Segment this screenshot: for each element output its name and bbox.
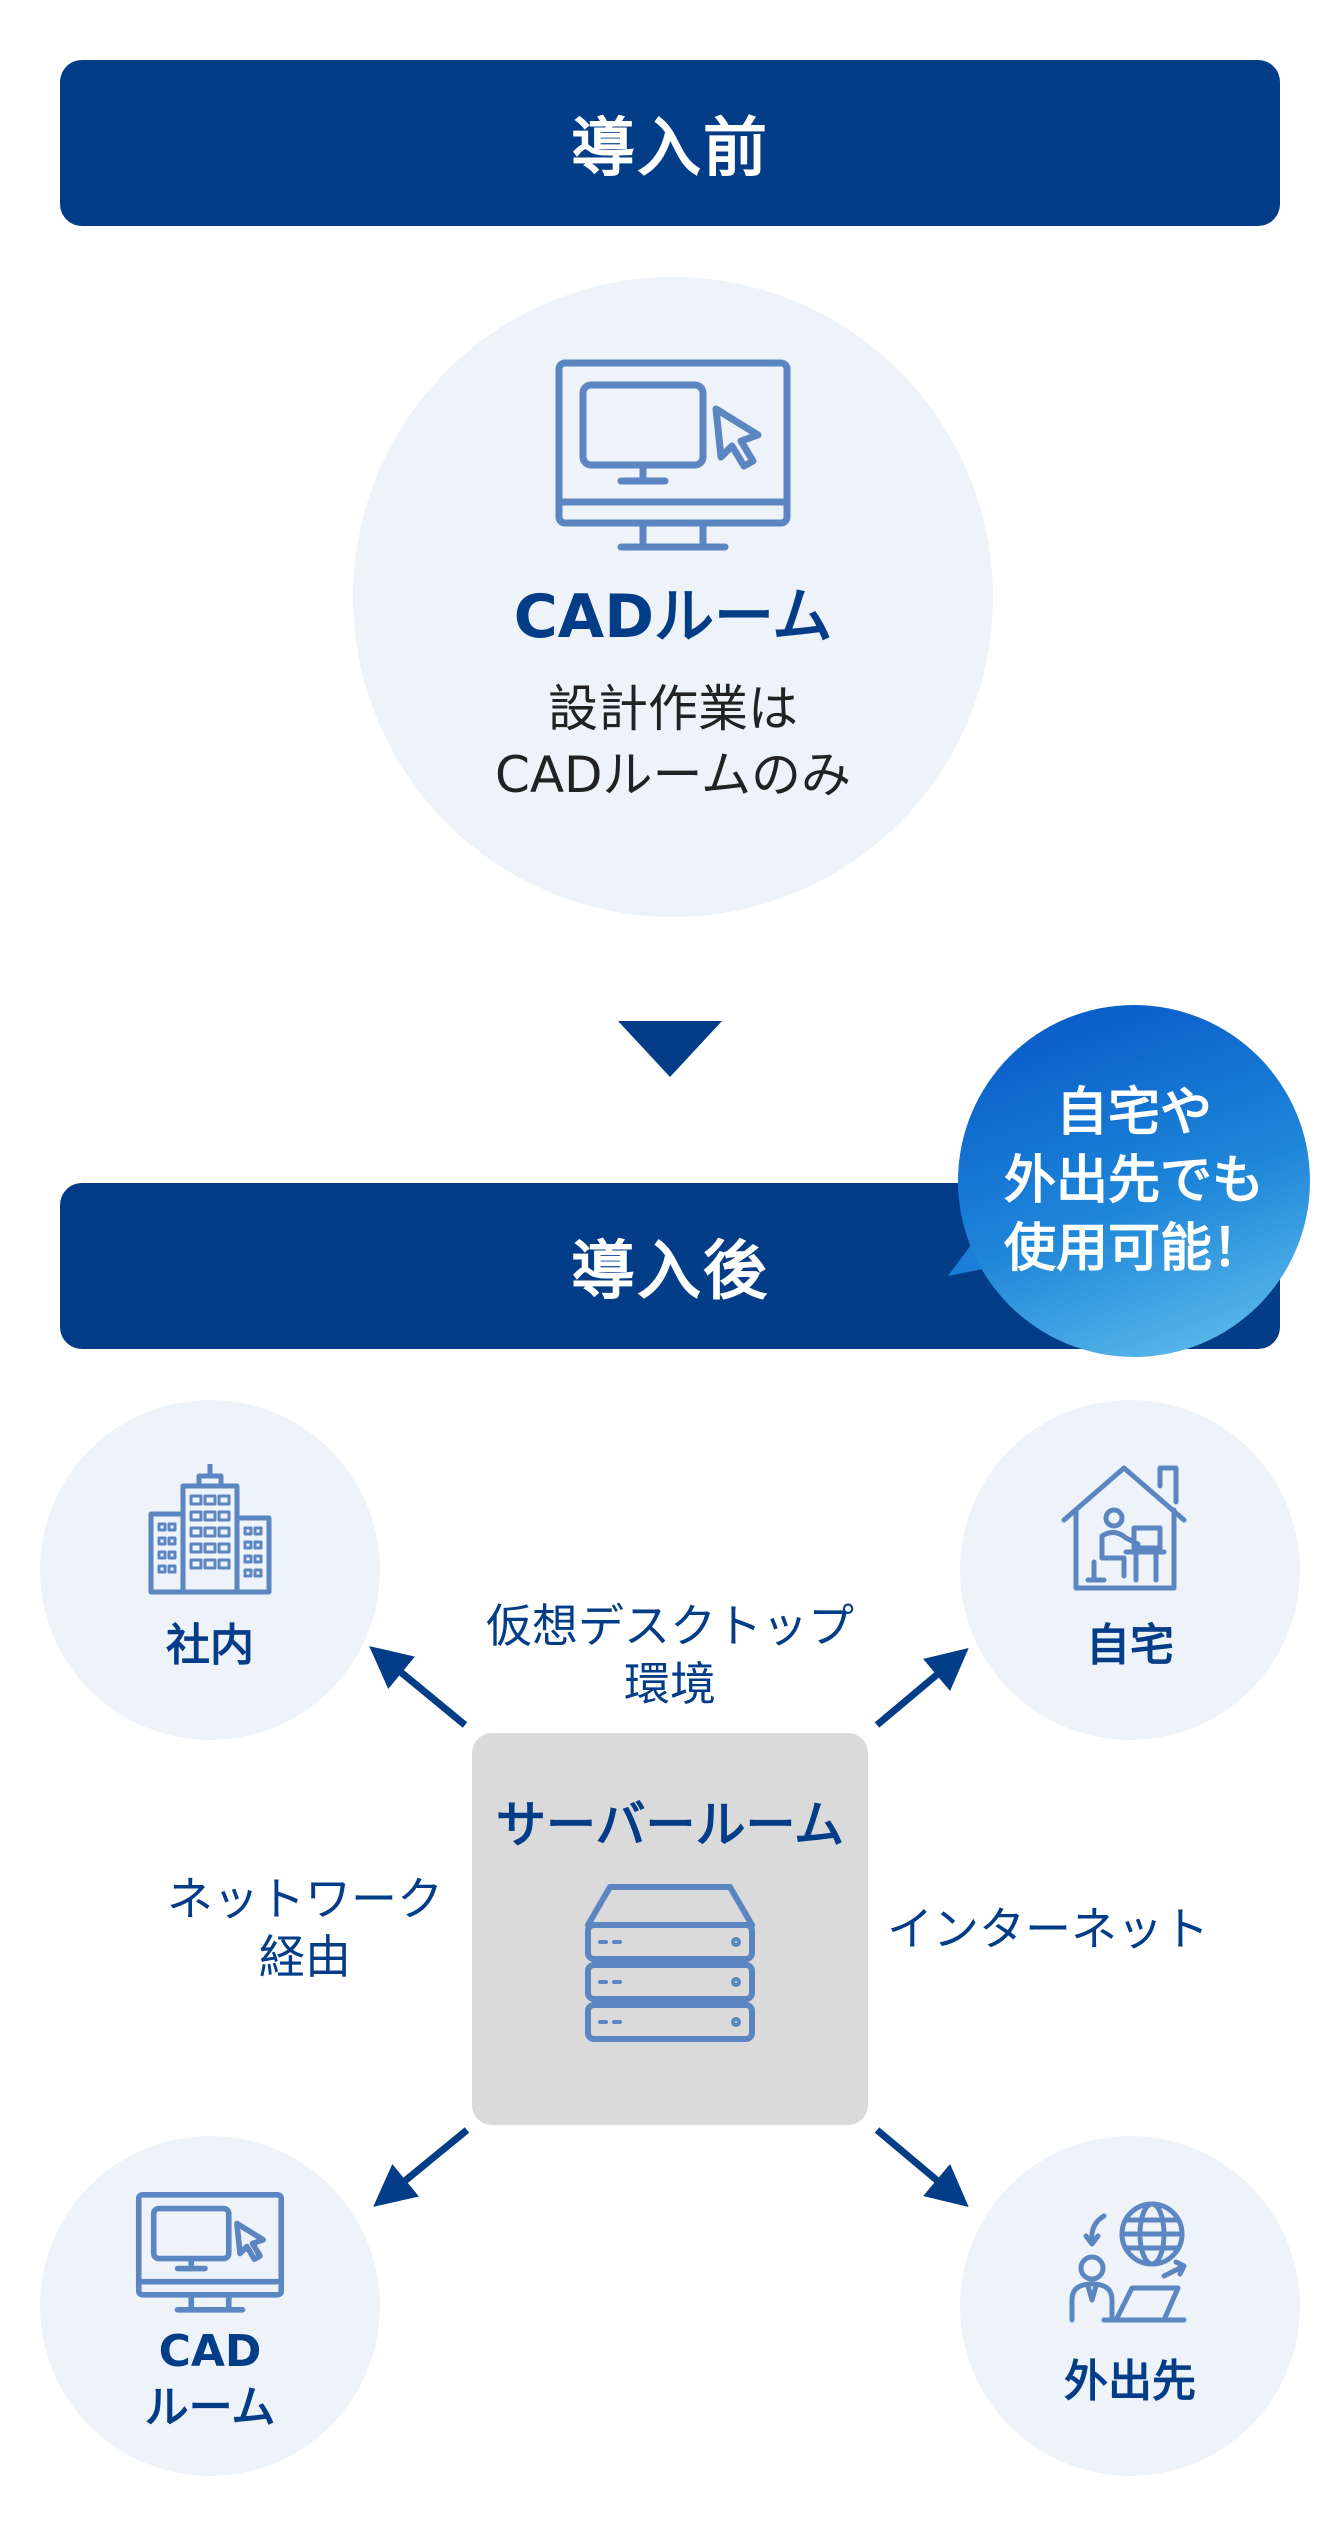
globe-worker-icon [1069, 2201, 1187, 2323]
arrow-to-office [369, 1646, 468, 1728]
cad-room-title: CADルーム [513, 582, 833, 652]
before-banner: 導入前 [60, 60, 1280, 226]
home-worker-icon [1061, 1465, 1187, 1591]
availability-badge-text: 自宅や 外出先でも 使用可能！ [1003, 1083, 1264, 1279]
vdi-label-line2: 環境 [624, 1657, 716, 1711]
network-label-line2: 経由 [259, 1930, 351, 1984]
network-label-line1: ネットワーク [167, 1872, 443, 1926]
monitor-cursor-icon [135, 2191, 285, 2313]
home-label: 自宅 [1086, 1620, 1174, 1671]
server-room-title: サーバールーム [496, 1796, 844, 1854]
vdi-label: 仮想デスクトップ 環境 [470, 1597, 870, 1713]
cad-room-desc-line1: 設計作業は [548, 680, 798, 738]
cad-room-label-line1: CAD [158, 2326, 262, 2377]
internet-label: インターネット [887, 1902, 1209, 1956]
arrow-to-outside [874, 2127, 969, 2208]
monitor-cursor-icon [555, 359, 791, 551]
cad-room-label-line2: ルーム [144, 2382, 276, 2433]
office-label: 社内 [166, 1620, 254, 1671]
cad-room-desc-line2: CADルームのみ [494, 746, 852, 804]
before-banner-label: 導入前 [571, 112, 769, 186]
arrow-to-cad-room [373, 2127, 470, 2207]
network-label: ネットワーク 経由 [150, 1870, 460, 1986]
server-room-box: サーバールーム [472, 1733, 868, 2125]
server-stack-icon [585, 1884, 755, 2042]
office-building-icon [148, 1464, 272, 1595]
down-triangle-icon [618, 1021, 722, 1077]
outside-node: 外出先 [960, 2136, 1300, 2476]
availability-badge: 自宅や 外出先でも 使用可能！ [958, 1005, 1310, 1357]
home-node: 自宅 [960, 1400, 1300, 1740]
cad-room-before-circle: CADルーム 設計作業は CADルームのみ [353, 277, 993, 917]
arrow-to-home [874, 1647, 969, 1728]
after-banner-label: 導入後 [571, 1235, 769, 1309]
cad-room-node: CAD ルーム [40, 2136, 380, 2476]
office-node: 社内 [40, 1400, 380, 1740]
outside-label: 外出先 [1064, 2356, 1196, 2407]
vdi-label-line1: 仮想デスクトップ [486, 1599, 854, 1653]
